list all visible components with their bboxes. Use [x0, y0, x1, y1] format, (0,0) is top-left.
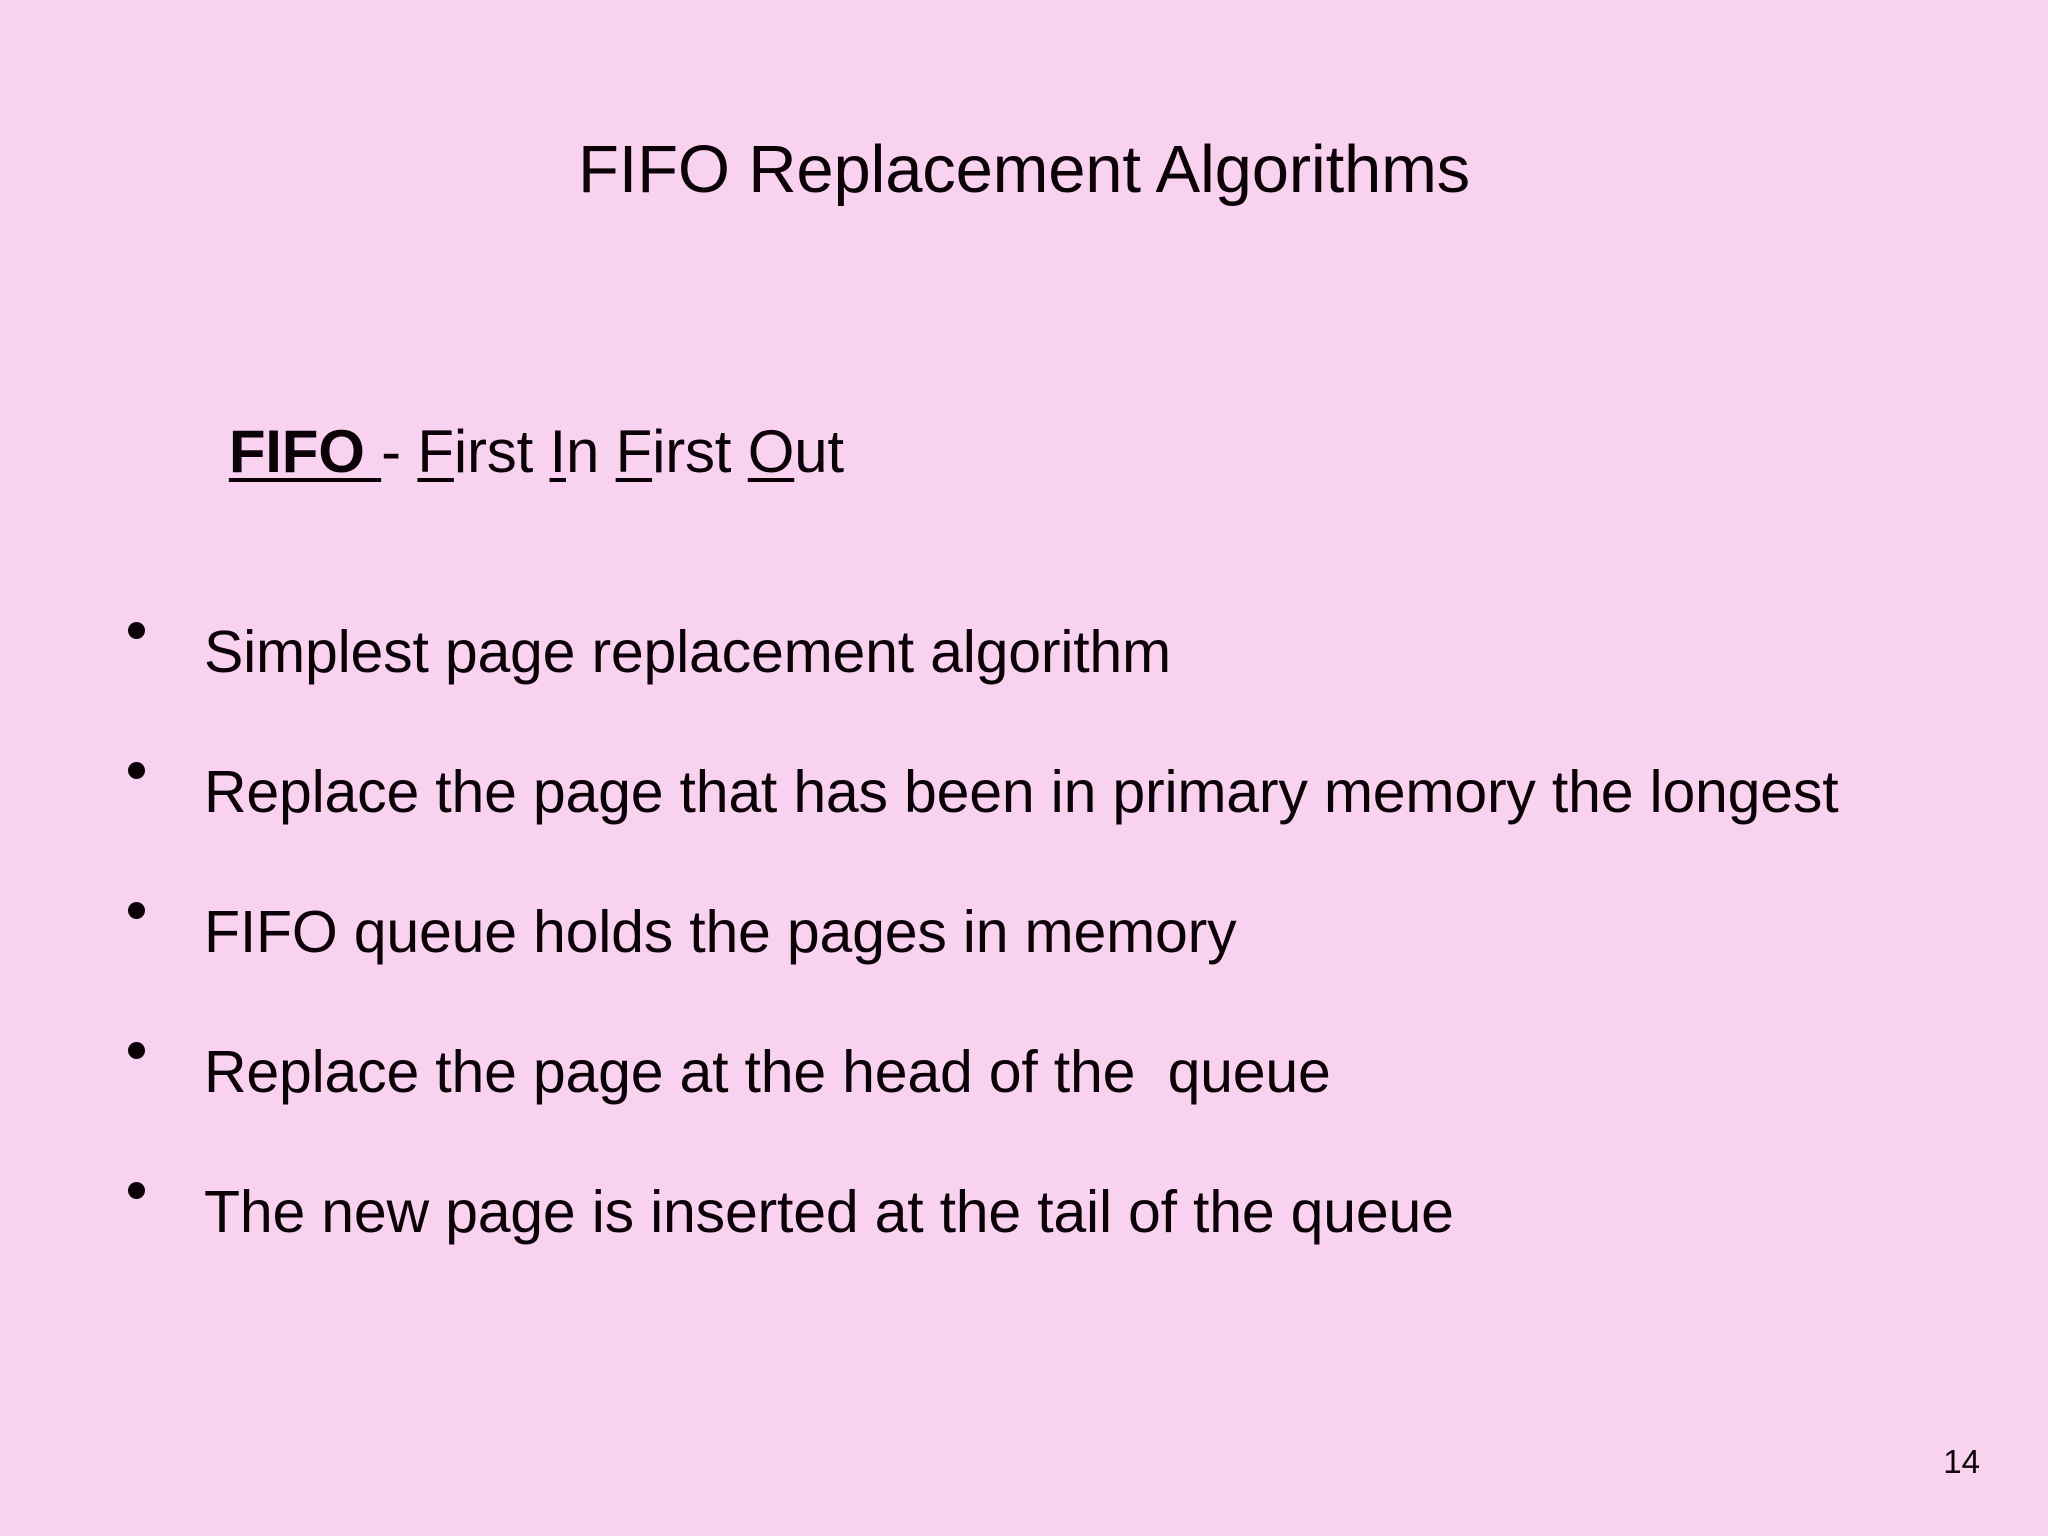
- list-item: FIFO queue holds the pages in memory: [122, 876, 1962, 988]
- bullet-dot-icon: [128, 1182, 145, 1199]
- second-first-rest: irst: [652, 418, 748, 485]
- bullet-text: Replace the page that has been in primar…: [204, 759, 1839, 825]
- out-initial-o: O: [747, 418, 795, 485]
- list-item: The new page is inserted at the tail of …: [122, 1156, 1962, 1268]
- bullet-dot-icon: [128, 622, 145, 639]
- out-rest: ut: [794, 418, 844, 485]
- bullet-text: Replace the page at the head of the queu…: [204, 1039, 1331, 1105]
- page-number: 14: [1943, 1443, 1980, 1480]
- first-initial-f: F: [417, 418, 454, 485]
- in-rest: n: [566, 418, 616, 485]
- in-initial-i: I: [549, 418, 567, 485]
- bullet-text: The new page is inserted at the tail of …: [204, 1179, 1454, 1245]
- second-first-initial-f: F: [615, 418, 653, 485]
- list-item: Simplest page replacement algorithm: [122, 596, 1962, 708]
- bullet-dot-icon: [128, 762, 145, 779]
- bullet-dot-icon: [128, 902, 145, 919]
- list-item: Replace the page that has been in primar…: [122, 736, 1962, 848]
- bullet-dot-icon: [128, 1042, 145, 1059]
- fifo-separator: -: [381, 418, 418, 485]
- bullet-text: FIFO queue holds the pages in memory: [204, 899, 1237, 965]
- fifo-acronym: FIFO: [228, 418, 382, 485]
- fifo-definition-line: FIFO - First In First Out: [130, 362, 1962, 542]
- first-rest: irst: [453, 418, 550, 485]
- bullet-text: Simplest page replacement algorithm: [204, 619, 1171, 685]
- page-title: FIFO Replacement Algorithms: [578, 132, 1470, 207]
- slide-body: FIFO - First In First Out Simplest page …: [122, 362, 1962, 1268]
- list-item: Replace the page at the head of the queu…: [122, 1016, 1962, 1128]
